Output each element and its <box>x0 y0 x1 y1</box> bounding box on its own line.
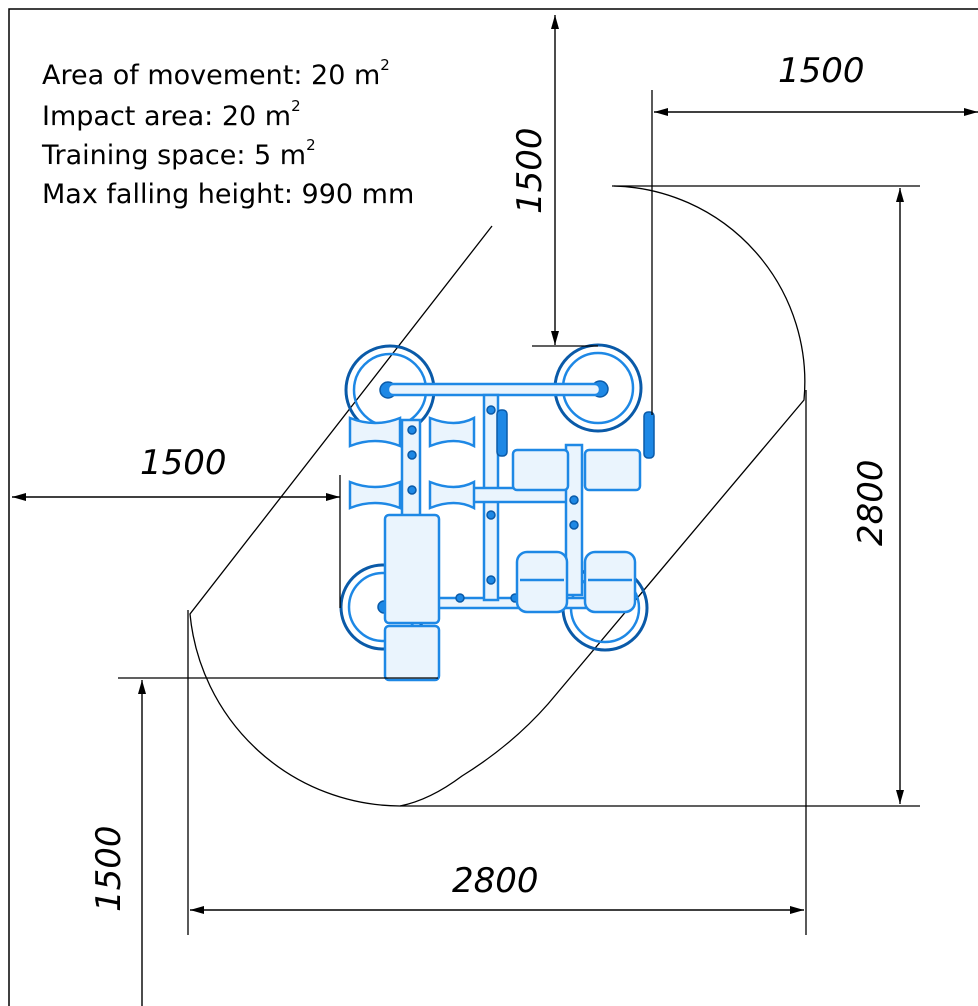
note-impact-area: Impact area: 20 m <box>42 101 291 132</box>
note-training-space: Training space: 5 m <box>41 140 306 171</box>
note-area-of-movement: Area of movement: 20 m <box>42 60 380 91</box>
dim-top-right-horizontal: 1500 <box>778 51 865 91</box>
footpad-right <box>585 552 635 612</box>
pad-left-1 <box>350 418 400 446</box>
left-tube <box>402 420 420 520</box>
specification-notes: Area of movement: 20 m2 Impact area: 20 … <box>41 56 414 210</box>
dim-right-vertical: 2800 <box>851 459 891 546</box>
handle-right <box>644 412 654 458</box>
pad-left-4 <box>430 482 474 508</box>
pad-left-2 <box>430 418 474 446</box>
top-axle-bar <box>388 384 600 395</box>
dim-bottom-left-vertical: 1500 <box>89 825 129 912</box>
svg-text:Training space: 5 m2: Training space: 5 m2 <box>41 136 316 171</box>
svg-text:Area of movement: 20 m2: Area of movement: 20 m2 <box>42 56 390 91</box>
handle-left <box>497 410 507 456</box>
equipment-top-view <box>341 345 654 680</box>
backrest-right <box>585 450 640 490</box>
pad-left-3 <box>350 482 400 508</box>
dim-left-horizontal: 1500 <box>140 443 227 483</box>
svg-text:Impact area: 20 m2: Impact area: 20 m2 <box>42 97 301 132</box>
note-max-falling-height: Max falling height: 990 mm <box>42 179 414 210</box>
backrest-left <box>513 450 568 490</box>
bench-main <box>385 515 439 623</box>
footpad-left <box>517 552 567 612</box>
dim-top-vertical: 1500 <box>510 127 550 214</box>
dim-bottom-horizontal: 2800 <box>452 861 539 901</box>
bench-extension <box>385 626 439 680</box>
